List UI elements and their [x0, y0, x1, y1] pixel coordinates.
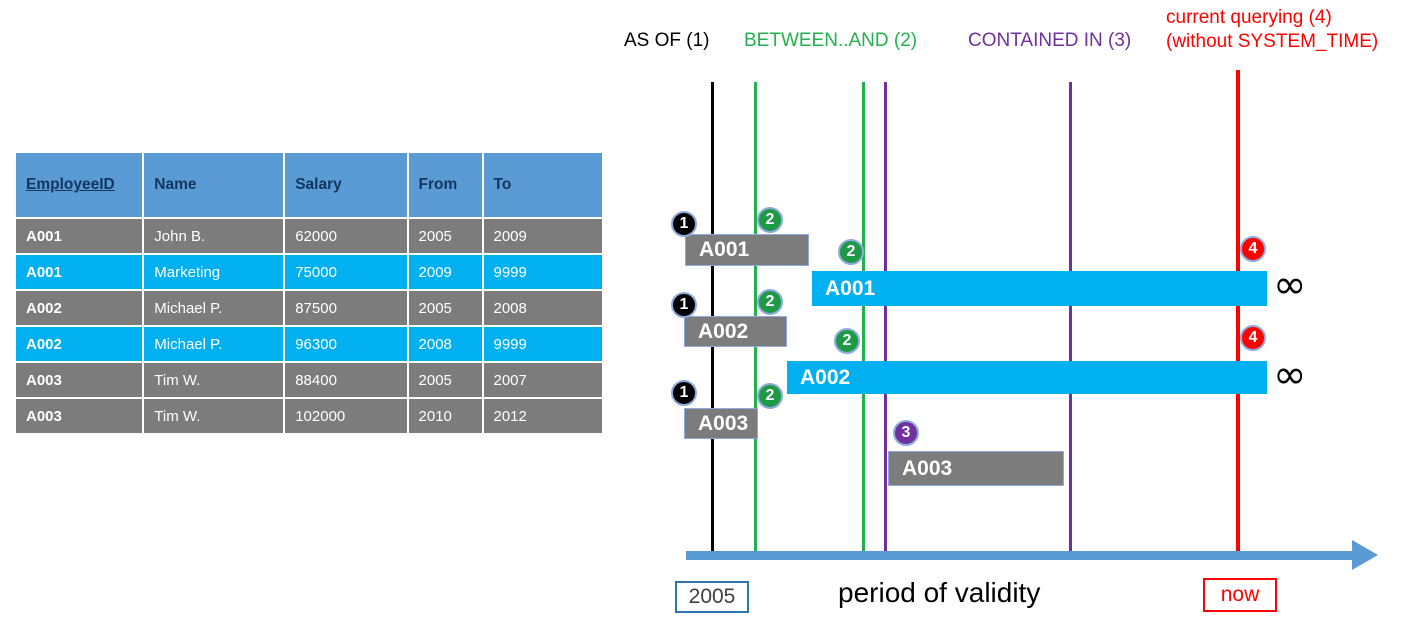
bar-a002-current: A002 — [787, 361, 1267, 394]
cell-employeeid: A003 — [16, 399, 143, 433]
cell-to: 2012 — [483, 399, 602, 433]
cell-employeeid: A003 — [16, 363, 143, 397]
column-header-employeeid-label: EmployeeID — [26, 176, 115, 193]
marker-1-a003: 1 — [671, 380, 697, 406]
between-end-line — [862, 82, 865, 560]
cell-name: Tim W. — [144, 399, 284, 433]
cell-name: Michael P. — [144, 327, 284, 361]
cell-to: 2008 — [483, 291, 602, 325]
marker-2-a002-current: 2 — [834, 328, 860, 354]
cell-to: 2007 — [483, 363, 602, 397]
cell-from: 2009 — [408, 255, 482, 289]
cell-name: John B. — [144, 219, 284, 253]
legend-contained-in: CONTAINED IN (3) — [968, 30, 1132, 51]
cell-name: Michael P. — [144, 291, 284, 325]
cell-salary: 88400 — [285, 363, 407, 397]
cell-name: Marketing — [144, 255, 284, 289]
infinity-a002: ∞ — [1273, 352, 1307, 398]
contained-start-line — [884, 82, 887, 560]
bar-a003-historic: A003 — [684, 408, 758, 439]
marker-1-a001: 1 — [671, 211, 697, 237]
cell-to: 9999 — [483, 255, 602, 289]
column-header-salary: Salary — [285, 153, 407, 217]
legend-current-querying: current querying (4) (without SYSTEM_TIM… — [1166, 6, 1378, 54]
column-header-employeeid: EmployeeID — [16, 153, 143, 217]
cell-from: 2005 — [408, 291, 482, 325]
marker-3-a003: 3 — [893, 420, 919, 446]
marker-2-a001: 2 — [757, 207, 783, 233]
cell-employeeid: A001 — [16, 219, 143, 253]
marker-1-a002: 1 — [671, 292, 697, 318]
cell-from: 2005 — [408, 219, 482, 253]
axis-caption: period of validity — [838, 577, 1041, 608]
column-header-to: To — [483, 153, 602, 217]
marker-2-a002: 2 — [757, 289, 783, 315]
cell-employeeid: A002 — [16, 291, 143, 325]
bar-a001-current: A001 — [812, 271, 1267, 306]
column-header-name: Name — [144, 153, 284, 217]
cell-salary: 62000 — [285, 219, 407, 253]
legend-as-of: AS OF (1) — [624, 30, 710, 51]
axis-now-label: now — [1203, 578, 1277, 612]
marker-2-a001-current: 2 — [838, 239, 864, 265]
legend-between-and: BETWEEN..AND (2) — [744, 30, 918, 51]
cell-to: 2009 — [483, 219, 602, 253]
cell-salary: 75000 — [285, 255, 407, 289]
contained-end-line — [1069, 82, 1072, 560]
cell-from: 2010 — [408, 399, 482, 433]
infinity-a001: ∞ — [1273, 262, 1307, 308]
axis-start-label: 2005 — [675, 581, 749, 613]
cell-from: 2005 — [408, 363, 482, 397]
legend-current-querying-line1: current querying (4) — [1166, 7, 1332, 28]
timeline-arrow-icon — [1352, 540, 1378, 570]
bar-a002-historic: A002 — [684, 316, 787, 347]
cell-to: 9999 — [483, 327, 602, 361]
cell-salary: 102000 — [285, 399, 407, 433]
cell-from: 2008 — [408, 327, 482, 361]
cell-name: Tim W. — [144, 363, 284, 397]
bar-a003-later: A003 — [888, 451, 1064, 486]
cell-salary: 87500 — [285, 291, 407, 325]
marker-2-a003: 2 — [757, 383, 783, 409]
table-header-row: EmployeeID Name Salary From To — [16, 153, 602, 217]
cell-employeeid: A002 — [16, 327, 143, 361]
marker-4-a001: 4 — [1240, 236, 1266, 262]
now-line — [1236, 70, 1240, 560]
legend-current-querying-line2: (without SYSTEM_TIME) — [1166, 31, 1379, 52]
table-header: EmployeeID Name Salary From To — [16, 153, 602, 217]
cell-salary: 96300 — [285, 327, 407, 361]
timeline-axis — [686, 551, 1356, 560]
bar-a001-historic: A001 — [685, 234, 809, 266]
column-header-from: From — [408, 153, 482, 217]
marker-4-a002: 4 — [1240, 325, 1266, 351]
cell-employeeid: A001 — [16, 255, 143, 289]
